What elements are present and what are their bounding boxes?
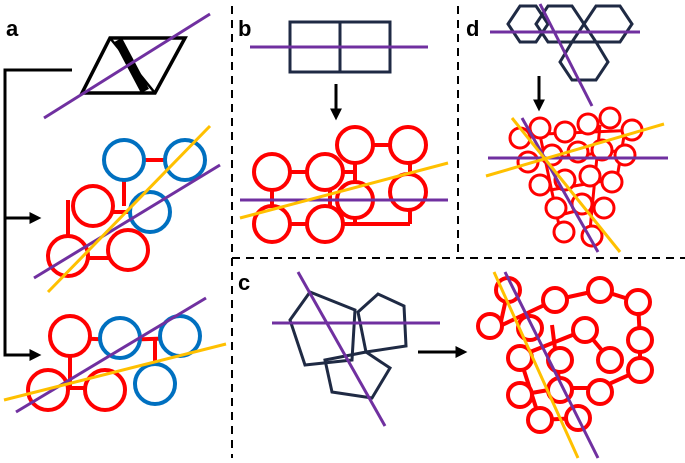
panel-d [485, 3, 668, 253]
lattice-a-bottom [3, 296, 227, 414]
panel-c [272, 271, 654, 459]
red-node [528, 116, 552, 140]
mirror-line-purple [520, 117, 600, 253]
panel-label-c: c [238, 270, 250, 295]
rhombus-mirror-line [43, 12, 211, 120]
mirror-line-gold [492, 271, 580, 459]
mirror-line-gold [510, 117, 622, 253]
red-node [586, 276, 614, 304]
panel-label-b: b [238, 16, 251, 41]
mirror-line-purple [15, 296, 207, 414]
red-node [388, 172, 428, 212]
mirror-line-gold [485, 122, 665, 178]
blue-node [133, 362, 177, 406]
rhombus-unit [43, 12, 211, 120]
red-node [305, 204, 345, 244]
red-node [626, 326, 654, 354]
red-node [571, 316, 599, 344]
mirror-line-purple [33, 163, 221, 280]
red-node [388, 125, 428, 165]
red-node [106, 228, 150, 272]
pentagon-unit [272, 271, 440, 427]
red-node [596, 346, 624, 374]
red-node [626, 356, 654, 384]
red-node [544, 196, 568, 220]
mirror-line-gold [239, 161, 449, 220]
lattice-d [485, 106, 668, 253]
red-node [335, 125, 375, 165]
red-node [541, 286, 569, 314]
blue-node [163, 138, 207, 182]
red-node [83, 368, 127, 412]
red-node [305, 152, 345, 192]
panel-label-a: a [6, 16, 19, 41]
mirror-line-gold [3, 342, 227, 402]
red-node [48, 314, 92, 358]
mirror-line-purple [503, 271, 600, 459]
hexagon-unit [490, 3, 640, 107]
red-node [578, 164, 602, 188]
rhombus-thin-diagonal [109, 37, 156, 94]
red-node [506, 381, 534, 409]
red-node [526, 406, 554, 434]
red-node [586, 378, 614, 406]
red-node [624, 288, 652, 316]
red-node [592, 196, 616, 220]
blue-node [98, 316, 142, 360]
lattice-b [239, 125, 449, 244]
rectangle-unit [250, 20, 428, 74]
red-node [528, 173, 552, 197]
red-node [252, 152, 292, 192]
panel-b [239, 20, 449, 244]
red-node [598, 106, 622, 130]
red-node [600, 170, 624, 194]
lattice-c [476, 271, 654, 459]
pentagon-mirror-line-d [296, 271, 387, 427]
panel-a-bracket [3, 68, 72, 361]
panel-label-d: d [466, 16, 479, 41]
red-node [553, 120, 577, 144]
red-node [252, 204, 292, 244]
red-node [71, 184, 115, 228]
hexagon-mirror-line-d [538, 3, 594, 107]
red-node [552, 220, 576, 244]
lattice-a-middle [33, 124, 221, 294]
panel-a [3, 12, 227, 414]
mirror-line-gold [46, 124, 212, 294]
red-node [476, 312, 504, 340]
red-node [613, 143, 637, 167]
panel-dividers [231, 6, 685, 458]
red-node [576, 112, 600, 136]
blue-node [102, 138, 146, 182]
